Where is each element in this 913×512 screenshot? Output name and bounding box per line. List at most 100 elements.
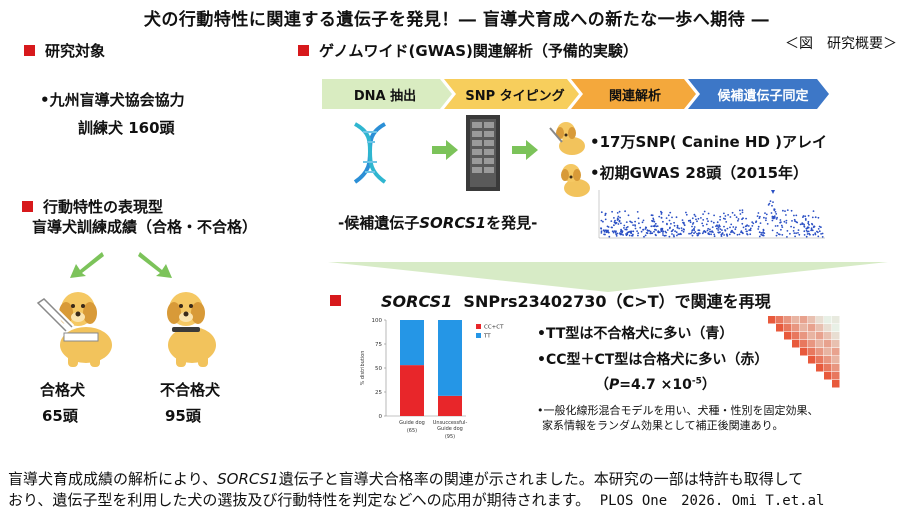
snp-point	[680, 227, 683, 229]
snp-point	[813, 225, 815, 228]
snp-point	[691, 234, 694, 237]
ld-cell	[808, 340, 816, 348]
snp-point	[669, 226, 671, 229]
snp-point	[773, 216, 776, 219]
snp-point	[701, 232, 704, 235]
snp-point	[744, 228, 747, 230]
snp-point	[724, 215, 727, 217]
snp-point	[762, 232, 764, 234]
ld-cell	[832, 364, 840, 372]
snp-point	[792, 230, 795, 232]
ld-cell	[800, 316, 808, 324]
ld-cell	[792, 332, 800, 340]
snp-point	[781, 226, 784, 228]
snp-point	[698, 232, 701, 235]
snp-point	[794, 235, 796, 238]
snp-point	[774, 211, 777, 213]
snp-point	[720, 233, 723, 236]
snp-point	[758, 231, 761, 234]
snp-point	[741, 211, 744, 214]
snp-point	[745, 230, 748, 233]
snp-point	[652, 217, 655, 220]
snp-point	[624, 228, 627, 231]
snp-point	[771, 215, 774, 218]
legend-swatch	[476, 324, 481, 329]
ld-cell	[824, 332, 832, 340]
snp-point	[669, 211, 672, 214]
snp-point	[737, 218, 740, 220]
guide-dog-small-icon	[549, 122, 585, 155]
y-tick-label: 100	[372, 318, 383, 324]
snp-point	[616, 232, 619, 235]
snp-point	[620, 222, 622, 225]
snp-point	[793, 218, 796, 221]
snp-point	[614, 219, 616, 222]
snp-point	[735, 216, 738, 219]
footer-line2: おり、遺伝子型を利用した犬の選抜及び行動特性を判定などへの応用が期待されます。 …	[8, 490, 908, 512]
step-2-shape	[444, 79, 579, 109]
snp-point	[672, 234, 675, 236]
snp-point	[811, 229, 814, 232]
snp-point	[621, 230, 624, 233]
ld-cell	[824, 364, 832, 372]
snp-point	[785, 214, 787, 216]
snp-point	[773, 215, 776, 217]
snp-point	[642, 219, 645, 222]
snp-point	[704, 230, 707, 233]
section-subjects-heading: 研究対象	[24, 40, 105, 61]
ld-cell	[816, 332, 824, 340]
snp-point	[779, 219, 782, 221]
snp-point	[636, 211, 639, 213]
snp-point	[723, 225, 725, 228]
ld-cell	[832, 332, 840, 340]
snp-point	[615, 221, 618, 224]
snp-point	[783, 220, 786, 223]
snp-point	[696, 232, 698, 235]
snp-point	[700, 217, 702, 219]
snp-point	[691, 223, 694, 225]
snp-point	[798, 233, 801, 236]
y-tick-label: 75	[375, 342, 382, 348]
snp-point	[806, 230, 809, 233]
snp-point	[732, 226, 735, 228]
ld-cell	[800, 332, 808, 340]
snp-point	[649, 230, 652, 233]
snp-point	[712, 221, 715, 224]
snp-point	[739, 213, 742, 215]
snp-point	[727, 214, 729, 216]
p-symbol: P	[609, 377, 620, 393]
snp-point	[639, 226, 642, 229]
snp-point	[660, 227, 663, 230]
legend-label: CC+CT	[484, 325, 504, 331]
snp-point	[730, 223, 733, 226]
snp-point	[625, 228, 628, 231]
snp-point	[660, 216, 663, 219]
snp-point	[820, 233, 822, 235]
section-gwas-heading: ゲノムワイド(GWAS)関連解析（予備的実験）	[298, 40, 638, 61]
snp-point	[780, 228, 782, 231]
snp-point	[719, 215, 722, 218]
snp-point	[618, 210, 621, 213]
snp-point	[807, 230, 810, 233]
snp-point	[702, 231, 705, 233]
snp-point	[676, 226, 679, 228]
snp-point	[697, 229, 700, 232]
snp-point	[670, 230, 673, 233]
snp-point	[717, 225, 719, 228]
snp-point	[717, 229, 720, 231]
dna-helix-icon	[353, 122, 387, 184]
snp-point	[640, 230, 643, 233]
ld-cell	[832, 356, 840, 364]
snp-point	[711, 226, 714, 228]
snp-point	[665, 217, 668, 219]
snp-point	[728, 233, 731, 236]
snp-point	[760, 233, 763, 236]
snp-point	[604, 212, 607, 215]
snp-point	[801, 222, 804, 225]
snp-point	[708, 233, 711, 236]
ld-cell	[816, 324, 824, 332]
snp-point	[673, 221, 675, 224]
point-cc-ct: •CC型＋CT型は合格犬に多い（赤）	[537, 352, 769, 368]
snp-point	[758, 235, 761, 238]
snp-point	[771, 229, 774, 232]
